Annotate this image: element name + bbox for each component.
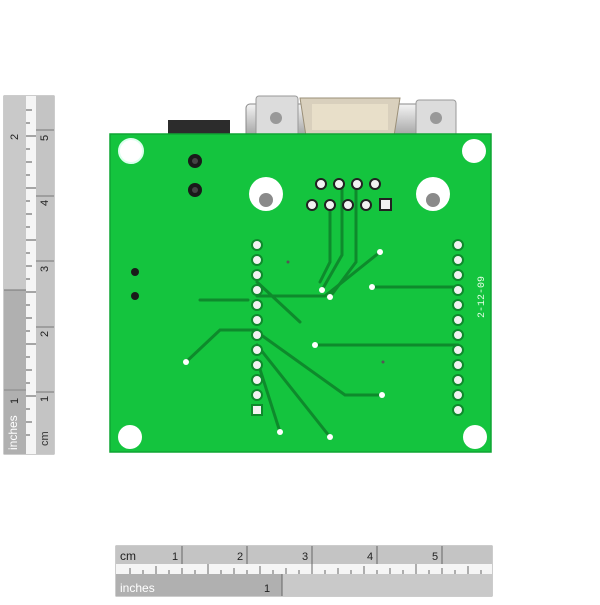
left-ruler-cm-4: 4 bbox=[39, 200, 51, 206]
component-holes bbox=[131, 154, 202, 300]
left-ruler-cm-2: 2 bbox=[39, 331, 51, 337]
left-header-pads bbox=[251, 239, 263, 416]
bottom-ruler-cm-4: 4 bbox=[367, 551, 373, 563]
left-ruler-inch-band bbox=[4, 290, 26, 454]
bottom-ruler-cm-3: 3 bbox=[302, 551, 308, 563]
left-ruler-inch-1: 1 bbox=[9, 398, 21, 404]
left-ruler-cm-3: 3 bbox=[39, 266, 51, 272]
left-ruler-cm-5: 5 bbox=[39, 135, 51, 141]
db9-connector bbox=[245, 95, 457, 139]
left-ruler-cm-band bbox=[36, 96, 54, 454]
mounting-holes bbox=[118, 138, 487, 449]
bottom-ruler-inch-band bbox=[116, 574, 282, 596]
left-ruler-ticks bbox=[4, 109, 54, 436]
left-ruler-inch-2: 2 bbox=[9, 134, 21, 140]
db9-pin-pads bbox=[306, 178, 392, 211]
pcb-board: 2-12-09 bbox=[109, 133, 492, 453]
copper-traces bbox=[184, 186, 460, 439]
bottom-ruler-cm-1: 1 bbox=[172, 551, 178, 563]
bottom-ruler-inch-1: 1 bbox=[264, 583, 270, 595]
left-ruler-cm-numbers: 1 2 3 4 5 bbox=[39, 135, 51, 402]
right-header-pads bbox=[452, 239, 464, 416]
vias bbox=[183, 249, 385, 440]
bottom-ruler-cm-2: 2 bbox=[237, 551, 243, 563]
bottom-ruler: cm 1 2 3 4 5 inches 1 bbox=[115, 545, 493, 597]
connector-screw-holes bbox=[249, 177, 450, 211]
bottom-ruler-cm-label: cm bbox=[120, 549, 136, 563]
bottom-ruler-inches-label: inches bbox=[120, 581, 155, 595]
left-ruler-cm-label: cm bbox=[39, 431, 51, 446]
board-silkscreen-label: 2-12-09 bbox=[477, 276, 488, 318]
left-ruler: 1 2 3 4 5 cm 1 2 inches bbox=[3, 95, 55, 455]
bottom-ruler-cm-band bbox=[116, 546, 492, 564]
bottom-ruler-ticks bbox=[129, 546, 482, 596]
left-ruler-inches-label: inches bbox=[6, 415, 20, 450]
bottom-ruler-cm-5: 5 bbox=[432, 551, 438, 563]
left-ruler-cm-1: 1 bbox=[39, 396, 51, 402]
